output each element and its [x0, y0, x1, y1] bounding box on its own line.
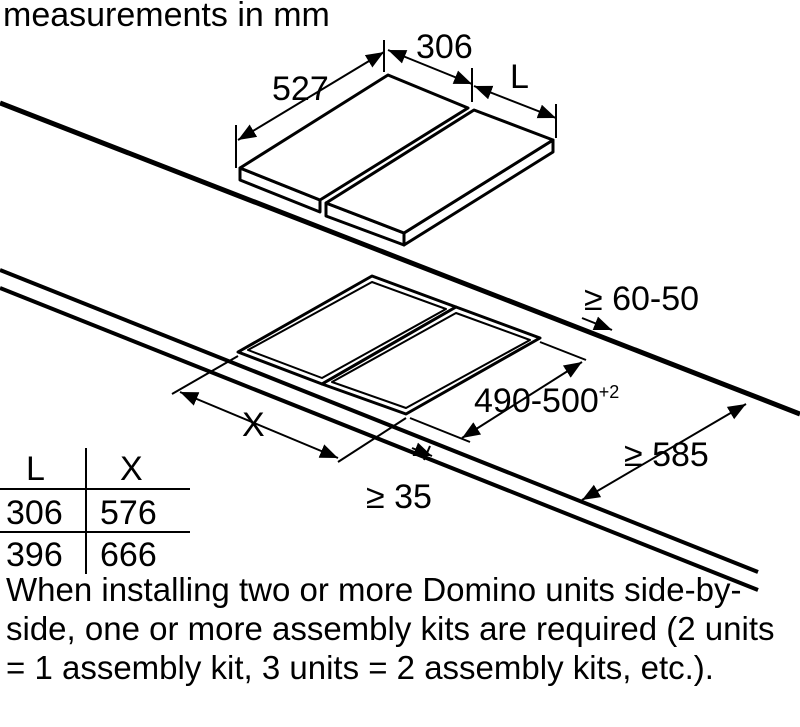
- worktop-cutout: [236, 274, 542, 416]
- dimension-490-label: 490-500+2: [474, 382, 619, 420]
- dimension-rear-gap-label: ≥ 60-50: [584, 280, 699, 318]
- dimension-front-gap-arrow: [411, 442, 433, 457]
- dimension-585-arrow: [581, 403, 747, 501]
- table-cell-l-2: 396: [6, 536, 63, 574]
- dimension-306-label: 306: [416, 28, 473, 66]
- dimension-x-extension-b: [337, 417, 407, 463]
- table-cell-x-2: 666: [100, 536, 157, 574]
- diagram-title: measurements in mm: [3, 0, 330, 34]
- dimension-l-arrow: [473, 85, 557, 119]
- worktop-back-edge: [400, 420, 800, 572]
- size-table: L X 306 576 396 666: [0, 448, 190, 574]
- table-cell-l-1: 306: [6, 494, 63, 532]
- dimension-306-arrow: [387, 49, 473, 85]
- dimension-x-arrow: [179, 391, 339, 459]
- dimension-490-extension-a: [539, 341, 587, 361]
- worktop-front-edge-bottom: [0, 286, 759, 592]
- table-header-l: L: [26, 450, 45, 488]
- dimension-x-extension-a: [171, 355, 239, 395]
- dimension-527-arrow: [237, 51, 385, 141]
- dimension-527-label: 527: [272, 70, 329, 108]
- dimension-490-value: 490-500: [474, 382, 599, 420]
- dimension-rear-gap-arrow: [581, 316, 613, 331]
- table-header-x: X: [120, 450, 143, 488]
- dimension-585-label: ≥ 585: [624, 436, 709, 474]
- worktop-rear-edge: [0, 100, 800, 417]
- dimension-490-extension-b: [409, 417, 471, 443]
- dimension-x-label: X: [242, 406, 265, 444]
- cutout-right-inner: [331, 312, 531, 409]
- worktop-front-edge-top: [0, 268, 759, 574]
- dimension-front-gap-label: ≥ 35: [366, 478, 432, 516]
- dimension-490-arrow: [461, 361, 583, 439]
- table-cell-x-1: 576: [100, 494, 157, 532]
- dimension-490-tolerance: +2: [599, 382, 620, 402]
- cutout-left-inner: [247, 281, 447, 379]
- installation-note: When installing two or more Domino units…: [6, 571, 775, 686]
- hob-unit-right-top: [324, 108, 555, 235]
- dimension-front-gap-tick: [423, 445, 431, 461]
- dimension-l-label: L: [510, 58, 529, 96]
